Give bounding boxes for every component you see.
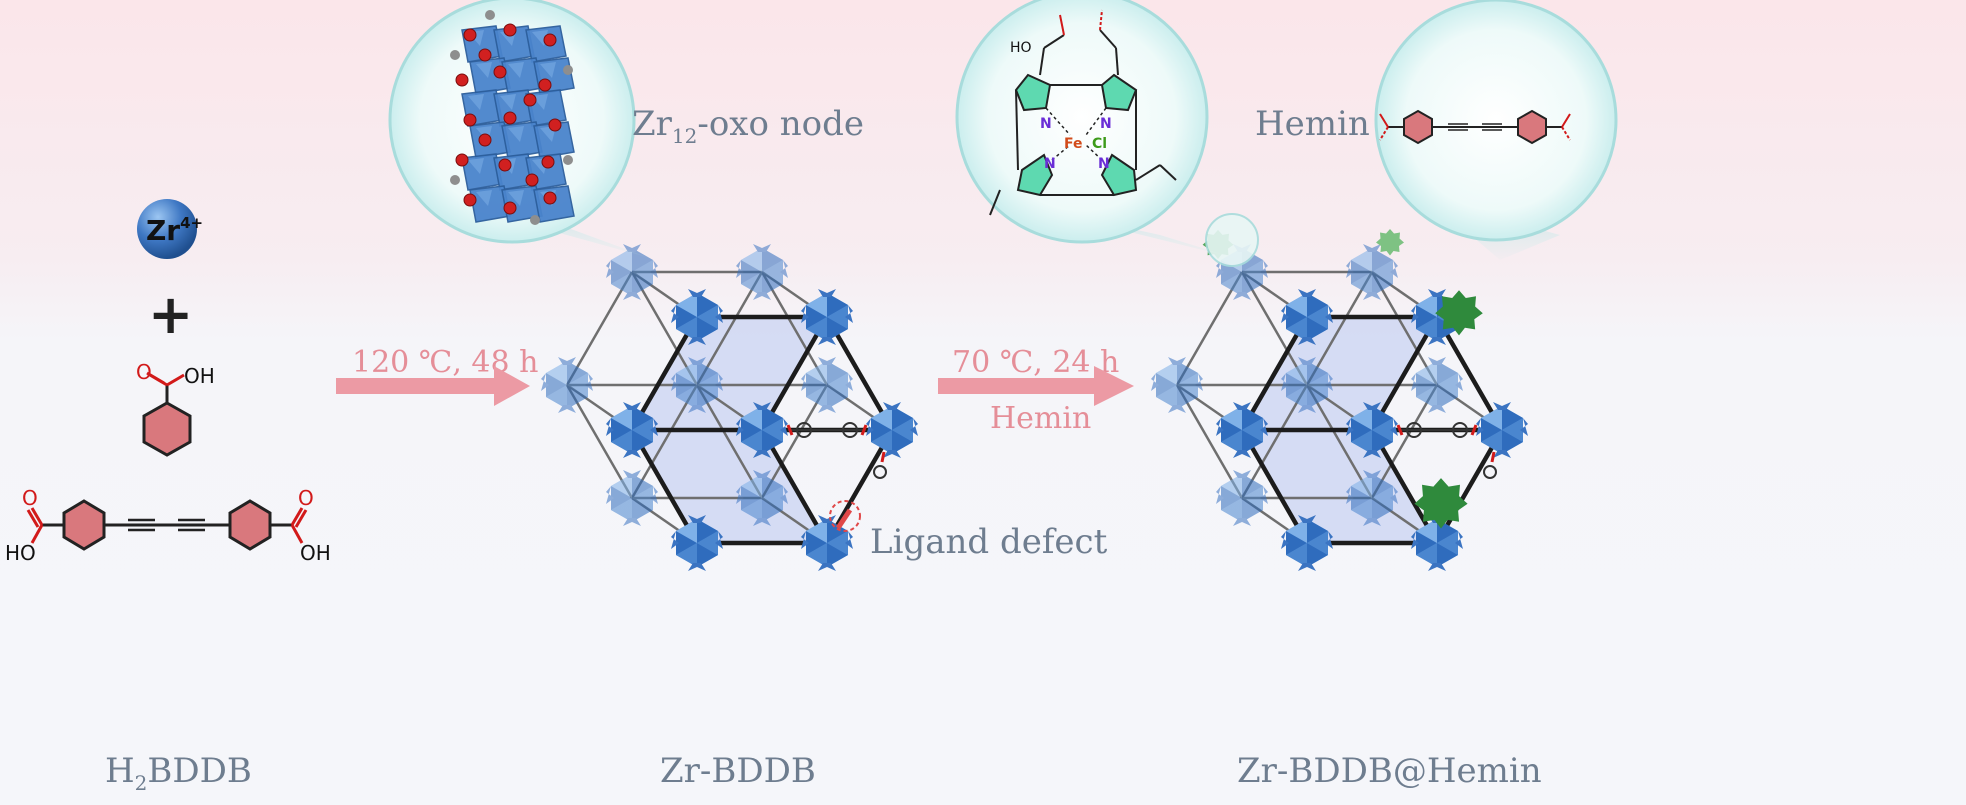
hemin-label: Hemin bbox=[1255, 104, 1370, 144]
zr-bddb-hemin-framework bbox=[1151, 229, 1528, 571]
linker-name: H2BDDB bbox=[105, 751, 252, 795]
zr-ion-label: Zr bbox=[146, 214, 180, 247]
plus-sign: + bbox=[148, 283, 193, 346]
benzoic-o-label: O bbox=[136, 360, 152, 384]
node-label: Zr12-oxo node bbox=[632, 104, 864, 148]
reagents: Zr4+ + O OH bbox=[5, 199, 331, 795]
benzoic-benzene-ring bbox=[142, 401, 192, 457]
hemin-cl-label: Cl bbox=[1092, 136, 1107, 152]
step2-conditions: 70 ℃, 24 h bbox=[952, 345, 1119, 380]
hemin-molecule-structure: HO N N N N Fe Cl bbox=[989, 9, 1177, 216]
mof-name: Zr-BDDB bbox=[660, 751, 816, 791]
zr-ion-sphere bbox=[137, 199, 197, 259]
ligand-defect-marker bbox=[829, 500, 861, 532]
svg-text:N: N bbox=[1044, 156, 1056, 172]
zoom-bubble-linker bbox=[1374, 0, 1618, 242]
linker-oh-label: OH bbox=[300, 541, 331, 565]
benzoic-oh-label: OH bbox=[184, 364, 215, 388]
benzoic-acid-structure: O OH bbox=[136, 360, 215, 457]
linker-o-left: O bbox=[22, 486, 38, 510]
product-name: Zr-BDDB@Hemin bbox=[1237, 751, 1542, 791]
ligand-defect-label: Ligand defect bbox=[870, 522, 1108, 562]
zr12-oxo-cluster-image bbox=[450, 10, 575, 225]
step2-reagent: Hemin bbox=[990, 401, 1091, 436]
reaction-arrow-2: 70 ℃, 24 h Hemin bbox=[938, 345, 1134, 436]
svg-text:Zr4+: Zr4+ bbox=[146, 214, 203, 247]
hemin-fe-label: Fe bbox=[1064, 136, 1083, 152]
zr12-node-zoom bbox=[388, 0, 650, 258]
hemin-ho-label: HO bbox=[1010, 40, 1032, 56]
svg-text:N: N bbox=[1098, 156, 1110, 172]
svg-text:N: N bbox=[1100, 116, 1112, 132]
linker-structure: O HO O OH bbox=[5, 486, 331, 565]
linker-detail-structure bbox=[1379, 109, 1571, 145]
linker-ho-label: HO bbox=[5, 541, 36, 565]
linker-o-right: O bbox=[298, 486, 314, 510]
zr-bddb-framework bbox=[541, 244, 918, 571]
step1-conditions: 120 ℃, 48 h bbox=[352, 345, 538, 380]
zr-ion-charge: 4+ bbox=[180, 214, 203, 232]
svg-text:N: N bbox=[1040, 116, 1052, 132]
linker-zoom bbox=[1374, 0, 1618, 260]
reaction-arrow-1: 120 ℃, 48 h bbox=[336, 345, 538, 406]
hemin-zoom: HO N N N N Fe Cl bbox=[955, 0, 1259, 267]
